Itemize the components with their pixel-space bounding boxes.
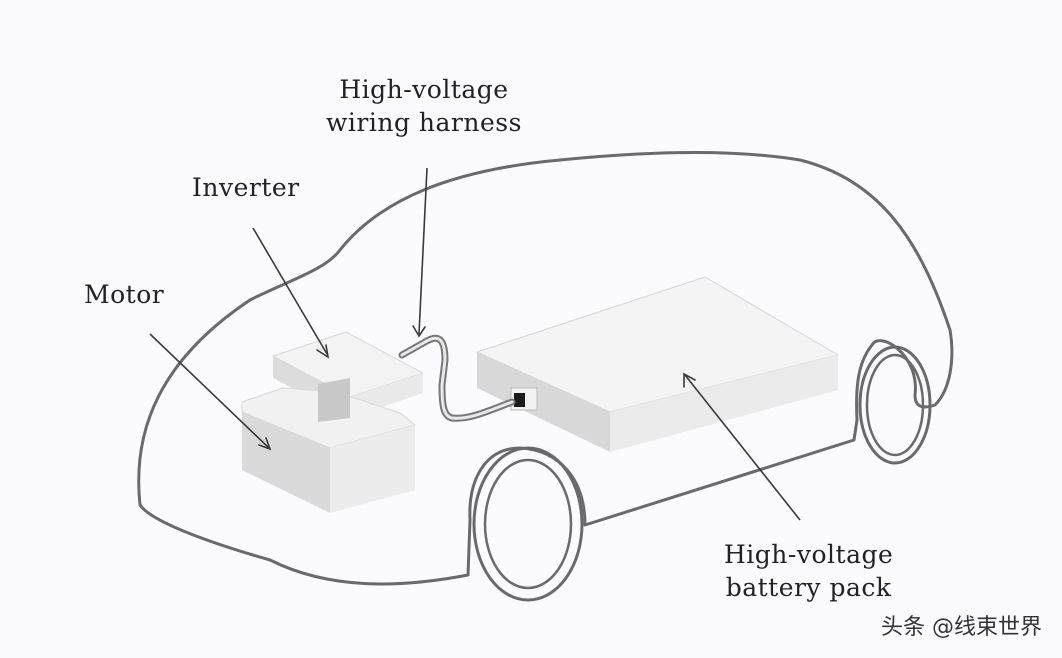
battery-arrow [684,374,801,521]
rear-wheel [858,345,932,465]
battery-connector [510,387,538,411]
label-battery-line1: High-voltage [724,540,894,569]
motor-box [241,378,417,513]
label-high-voltage-wiring-harness: High-voltage wiring harness [326,73,522,139]
label-battery-line2: battery pack [725,573,892,602]
watermark: 头条 @线束世界 [881,615,1042,640]
motor-arrow [149,333,270,449]
front-wheel [472,446,584,602]
label-harness-line2: wiring harness [326,108,522,137]
label-harness-line1: High-voltage [339,75,509,104]
label-inverter: Inverter [192,173,300,202]
inverter-arrow [252,227,328,355]
car-body-outline [137,151,954,586]
battery-pack [475,276,840,452]
harness-arrow [418,167,428,335]
label-motor: Motor [84,280,165,309]
label-high-voltage-battery-pack: High-voltage battery pack [724,538,893,604]
